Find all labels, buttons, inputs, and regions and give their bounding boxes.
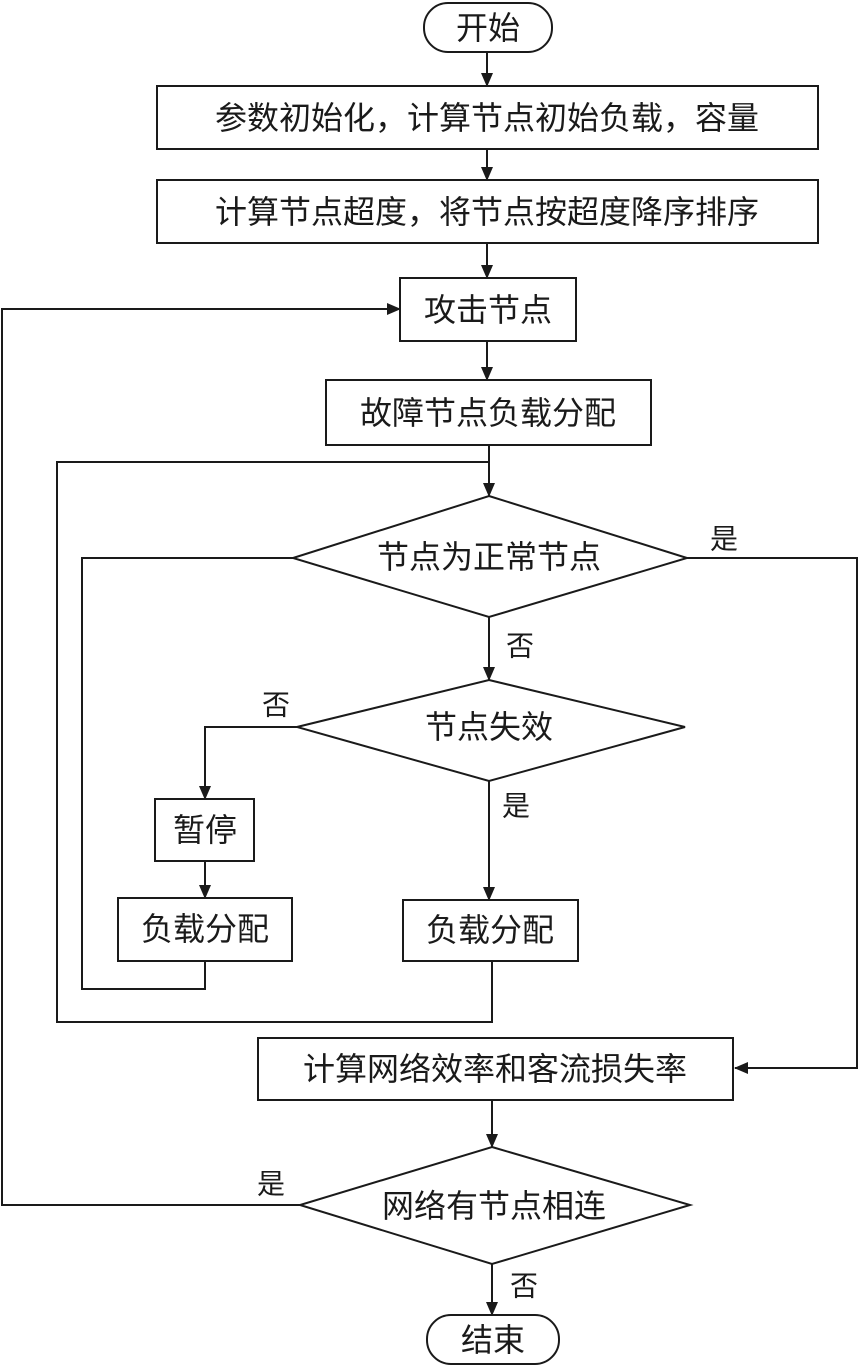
init-label: 参数初始化，计算节点初始负载，容量: [215, 99, 759, 137]
connected-check-node: 网络有节点相连: [296, 1145, 694, 1266]
edge-distright-loop: [56, 461, 493, 1023]
normal-check-diamond: [289, 494, 691, 619]
end-label: 结束: [461, 1321, 525, 1359]
start-node: 开始: [423, 2, 553, 53]
fail-yes-label: 是: [502, 790, 530, 823]
compute-label: 计算网络效率和客流损失率: [303, 1050, 687, 1088]
init-node: 参数初始化，计算节点初始负载，容量: [156, 85, 819, 150]
compute-node: 计算网络效率和客流损失率: [257, 1037, 734, 1101]
end-terminal-shape: [426, 1314, 560, 1365]
sort-label: 计算节点超度，将节点按超度降序排序: [215, 193, 759, 231]
attack-label: 攻击节点: [424, 291, 552, 329]
init-process-box: [156, 85, 819, 150]
edge-connected-yes: [1, 303, 401, 1206]
dist-left-node: 负载分配: [117, 897, 293, 962]
start-terminal-shape: [423, 2, 553, 53]
edge-normal-yes: [687, 557, 858, 1074]
sort-node: 计算节点超度，将节点按超度降序排序: [156, 179, 819, 244]
dist-right-node: 负载分配: [402, 899, 579, 962]
connected-check-label: 网络有节点相连: [382, 1187, 606, 1225]
attack-process-box: [399, 277, 577, 342]
dist-left-process-box: [117, 897, 293, 962]
connected-yes-label: 是: [257, 1168, 285, 1201]
fault-dist-node: 故障节点负载分配: [325, 379, 652, 446]
normal-yes-label: 是: [710, 523, 738, 556]
dist-right-process-box: [402, 899, 579, 962]
connected-no-label: 否: [510, 1270, 538, 1303]
pause-label: 暂停: [173, 811, 237, 849]
attack-node: 攻击节点: [399, 277, 577, 342]
edge-fail-no: [199, 726, 297, 800]
edge-labels: 是 否 否 是 是 否: [257, 523, 738, 1303]
fault-dist-process-box: [325, 379, 652, 446]
edge-distleft-loop: [81, 557, 293, 990]
fault-dist-label: 故障节点负载分配: [360, 394, 616, 432]
edges: [1, 52, 858, 1316]
normal-check-node: 节点为正常节点: [289, 494, 691, 619]
connected-check-diamond: [296, 1145, 694, 1266]
sort-process-box: [156, 179, 819, 244]
pause-node: 暂停: [154, 798, 255, 862]
normal-check-label: 节点为正常节点: [377, 538, 601, 576]
fail-check-label: 节点失效: [425, 708, 553, 746]
fail-check-node: 节点失效: [293, 678, 686, 783]
normal-no-label: 否: [506, 630, 534, 663]
dist-left-label: 负载分配: [141, 910, 269, 948]
end-node: 结束: [426, 1314, 560, 1365]
fail-check-diamond: [293, 678, 686, 783]
compute-process-box: [257, 1037, 734, 1101]
pause-process-box: [154, 798, 255, 862]
dist-right-label: 负载分配: [426, 911, 554, 949]
start-label: 开始: [456, 9, 520, 47]
fail-no-label: 否: [262, 689, 290, 722]
